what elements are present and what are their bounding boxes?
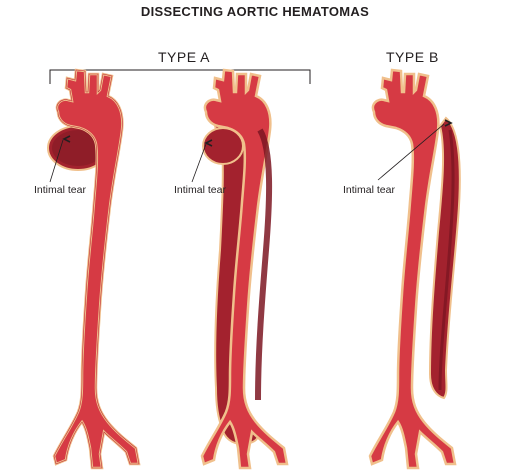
figure-title: DISSECTING AORTIC HEMATOMAS (140, 4, 370, 19)
tear-arrow-icon (444, 119, 453, 127)
tear-leader-line (49, 139, 64, 183)
intimal-tear-label-1: Intimal tear (34, 184, 86, 196)
aorta-type-a-extensive (191, 68, 289, 470)
type-b-label: TYPE B (386, 49, 439, 65)
type-a-label: TYPE A (158, 49, 211, 65)
tear-leader-line (191, 143, 207, 183)
intimal-tear-label-2: Intimal tear (174, 184, 226, 196)
tear-arrow-icon (62, 135, 71, 143)
type-a-bracket (49, 69, 311, 84)
tear-arrow-icon (204, 139, 213, 147)
tear-leader-line (377, 123, 445, 181)
intimal-tear-label-3: Intimal tear (343, 184, 395, 196)
aorta-type-b (368, 68, 461, 470)
aorta-type-a-ascending (47, 68, 141, 470)
